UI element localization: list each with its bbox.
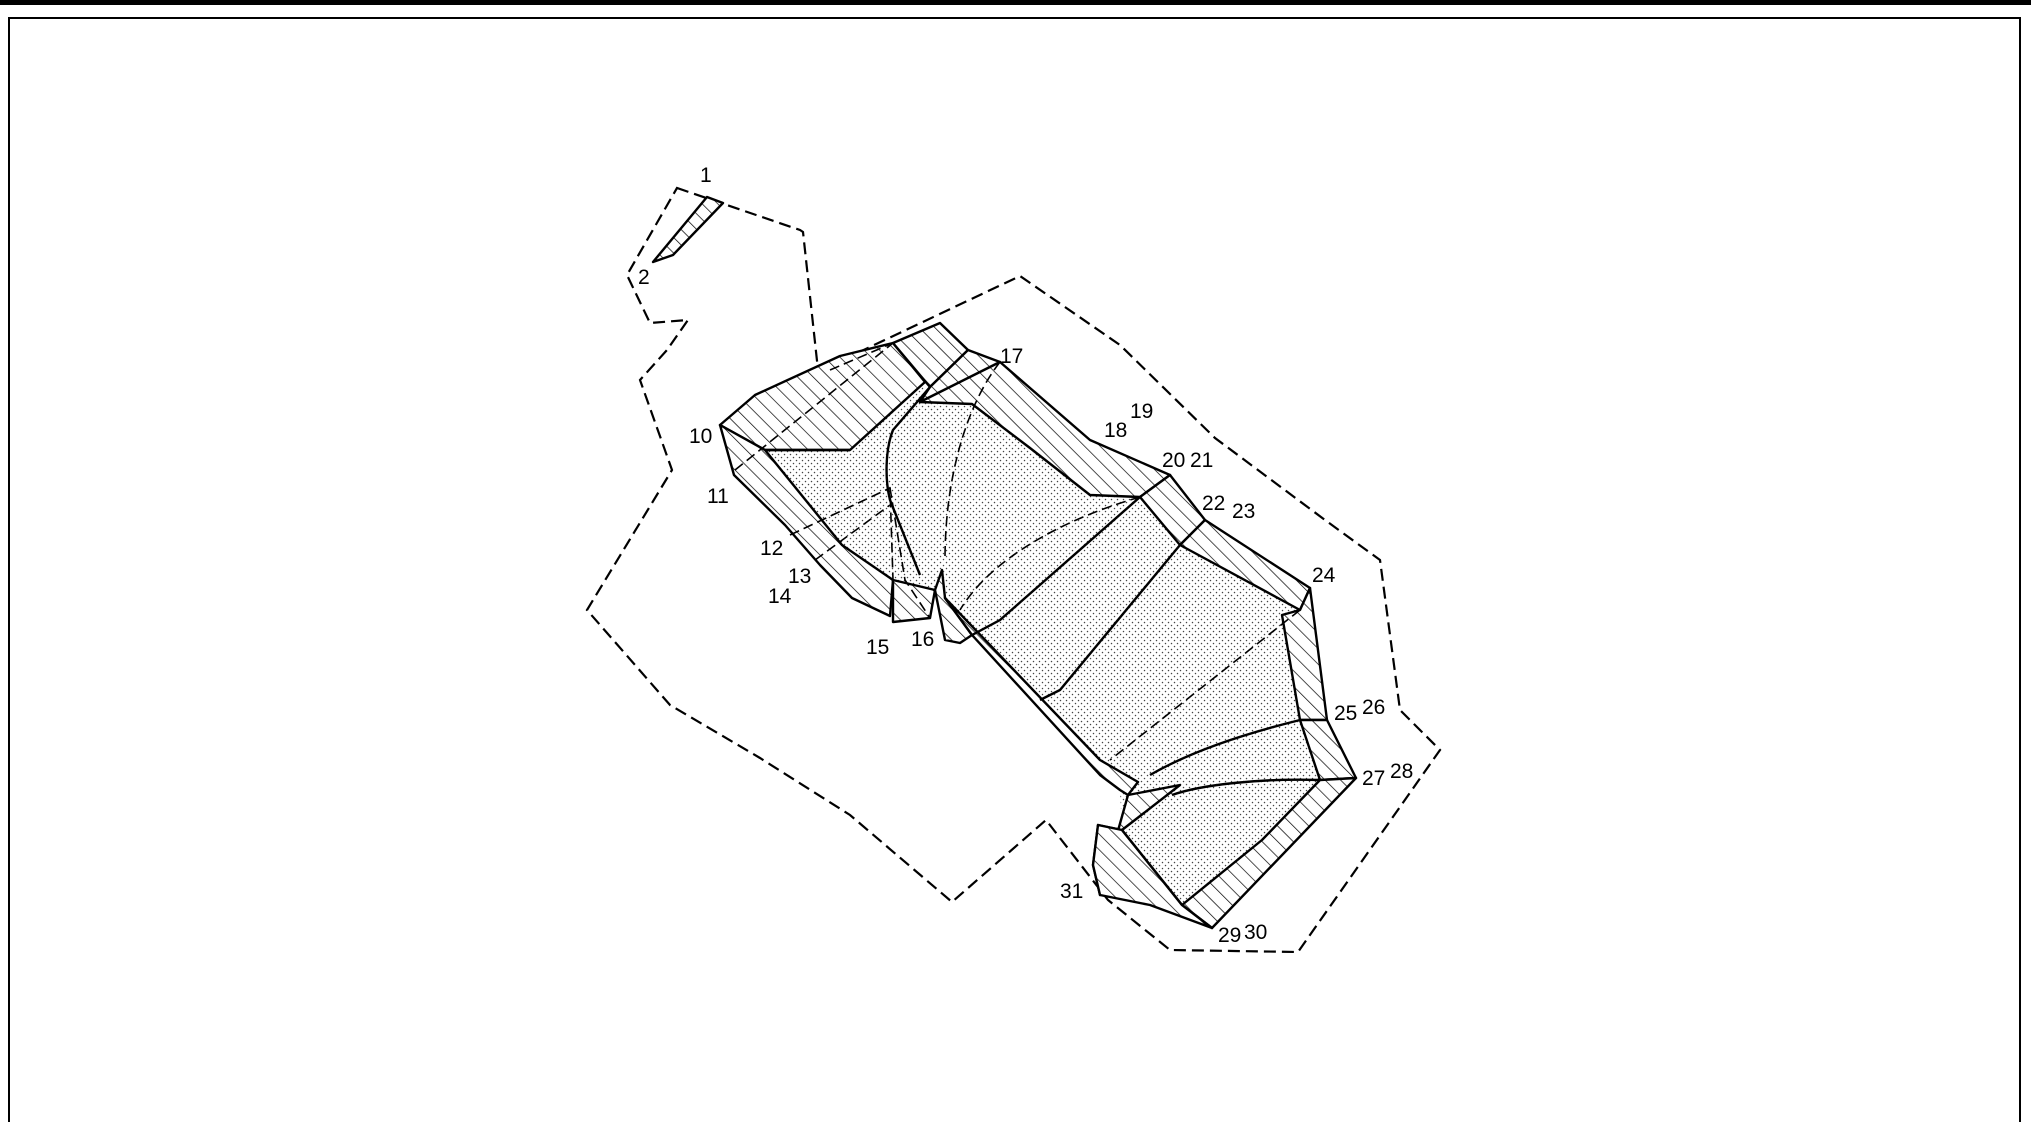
point-label: 29 — [1218, 924, 1241, 947]
hatch-band-west — [718, 423, 895, 618]
inner-dashed-4 — [944, 361, 1001, 561]
point-label: 20 — [1162, 449, 1185, 472]
interior-line-c — [1039, 544, 1181, 702]
point-label: 27 — [1362, 767, 1385, 790]
point-label: 28 — [1390, 760, 1413, 783]
drawing-frame — [8, 17, 2021, 1122]
hatch-band-southwest — [943, 596, 1140, 797]
point-label: 2 — [638, 266, 650, 289]
point-label: 26 — [1362, 696, 1385, 719]
point-label: 14 — [768, 585, 792, 608]
interior-line-d — [1149, 718, 1301, 777]
point-label: 10 — [689, 425, 712, 448]
point-labels: 1 2 10 11 12 13 14 15 16 17 18 19 20 21 … — [638, 164, 1413, 947]
point-label: 25 — [1334, 702, 1357, 725]
point-label: 23 — [1232, 500, 1255, 523]
point-label: 22 — [1202, 492, 1225, 515]
point-label: 31 — [1060, 880, 1083, 903]
inner-dashed-8 — [829, 342, 894, 371]
hatch-band-northeast — [918, 360, 1172, 499]
inner-dashed-3 — [814, 504, 891, 561]
small-hatched-sliver — [651, 195, 725, 264]
interior-line-b — [971, 496, 1141, 637]
point-label: 24 — [1312, 564, 1336, 587]
inner-dashed-6 — [1109, 609, 1301, 761]
point-label: 18 — [1104, 419, 1127, 442]
inner-dashed-1 — [734, 342, 894, 471]
point-label: 13 — [788, 565, 811, 588]
point-label: 11 — [707, 485, 729, 508]
point-label: 21 — [1190, 449, 1213, 472]
point-label: 12 — [760, 537, 783, 560]
hatch-band-east — [1280, 586, 1329, 722]
hatch-band-notch-16 — [933, 568, 974, 645]
top-border — [0, 0, 2031, 5]
interior-line-f — [1121, 829, 1183, 906]
point-label: 30 — [1244, 921, 1267, 944]
dotted-interior-lower — [1120, 775, 1320, 905]
point-label: 16 — [911, 628, 934, 651]
dotted-interior-upper — [765, 343, 1320, 790]
inner-dashed-5 — [959, 496, 1141, 611]
point-label: 17 — [1000, 345, 1023, 368]
hatch-band-south-east-edge — [1180, 776, 1358, 930]
point-label: 19 — [1130, 400, 1153, 423]
interior-line-e — [1171, 778, 1321, 797]
point-label: 1 — [700, 164, 712, 187]
inner-dashed-7 — [889, 487, 931, 619]
outer-boundary — [585, 186, 1442, 954]
point-label: 15 — [866, 636, 889, 659]
